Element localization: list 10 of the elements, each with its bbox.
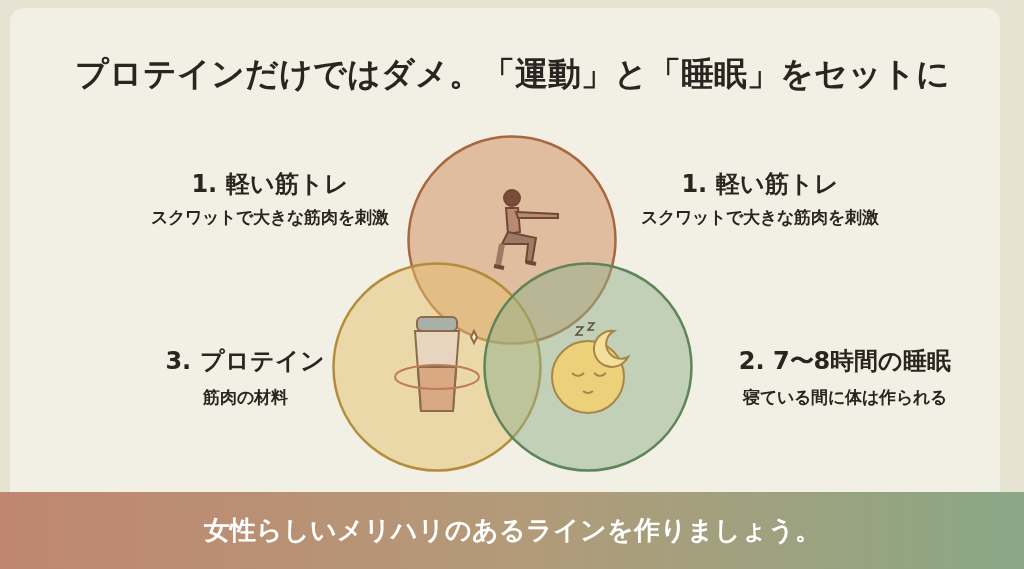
- item-heading: 1. 軽い筋トレ: [681, 169, 839, 200]
- item-description: 寝ている間に体は作られる: [743, 386, 947, 409]
- item-heading: 2. 7〜8時間の睡眠: [738, 346, 952, 377]
- item-description: 筋肉の材料: [202, 386, 288, 409]
- item-heading: 1. 軽い筋トレ: [191, 169, 349, 200]
- message-banner: 女性らしいメリハリのあるラインを作りましょう。: [0, 492, 1024, 569]
- item-heading: 3. プロテイン: [165, 346, 325, 377]
- item-description: スクワットで大きな筋肉を刺激: [641, 206, 879, 229]
- item-description: スクワットで大きな筋肉を刺激: [151, 206, 389, 229]
- title: プロテインだけではダメ。「運動」と「睡眠」をセットに: [74, 53, 950, 95]
